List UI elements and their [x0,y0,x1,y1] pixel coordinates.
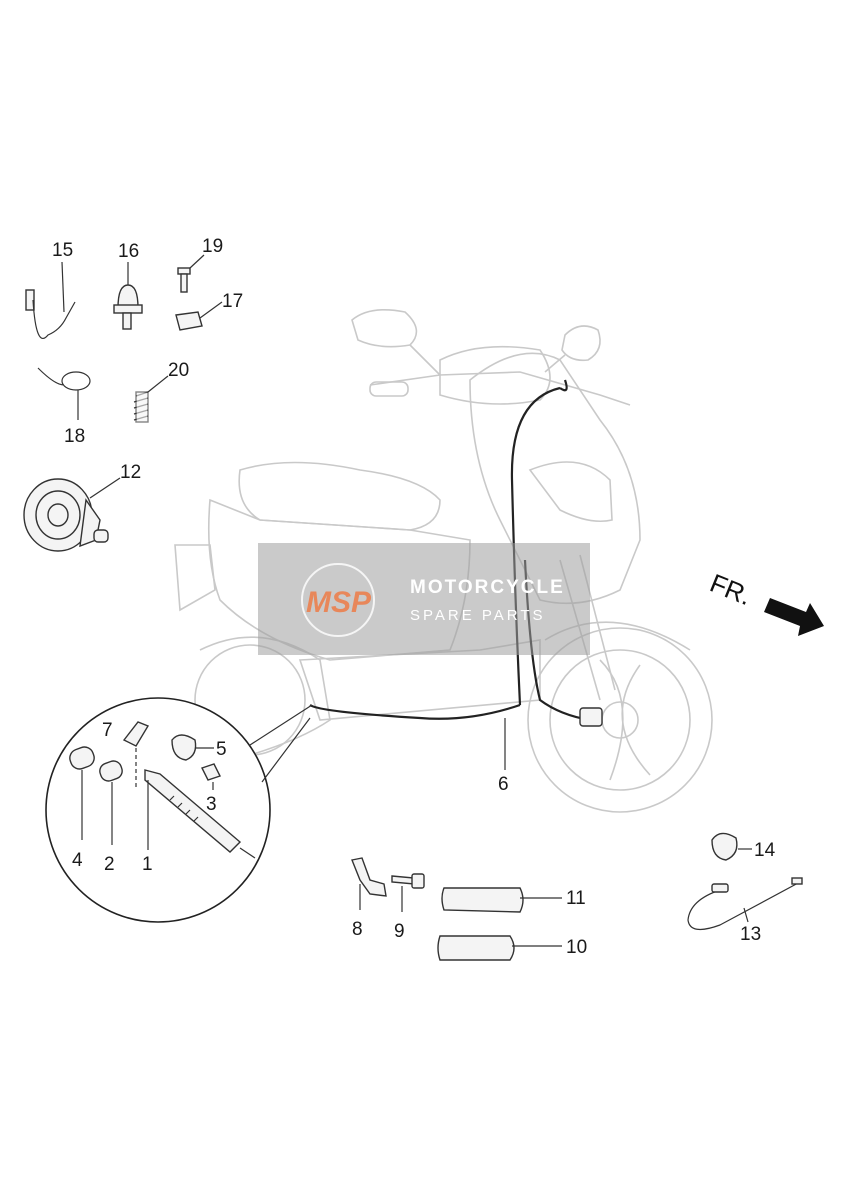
callout-8: 8 [352,919,363,940]
direction-label: FR. [706,568,756,612]
callout-9: 9 [394,921,405,942]
scooter-silhouette [174,309,713,813]
callout-5: 5 [216,739,227,760]
callout-4: 4 [72,850,83,871]
part-14-clamp: 14 [711,832,776,861]
watermark-subtitle: SPARE PARTS [410,607,546,624]
speedometer-cable-routing [309,379,603,727]
callout-3: 3 [206,794,217,815]
part-9-bolt: 9 [391,873,425,942]
callout-17: 17 [222,291,243,312]
callout-10: 10 [566,937,587,958]
callout-18: 18 [64,426,85,447]
front-direction-indicator: FR. [706,568,824,636]
part-11-grip: 11 [441,887,586,913]
callout-2: 2 [104,854,115,875]
part-17-clip-nut: 17 [175,291,243,331]
part-18-cable-tie: 18 [37,367,91,447]
part-15-wire-clip: 15 [25,240,76,340]
part-10-grip: 10 [437,935,587,961]
part-16-cable-tie-holder: 16 [113,241,143,330]
watermark-logo: MSP [306,586,372,619]
callout-7: 7 [102,720,113,741]
callout-13: 13 [740,924,761,945]
part-12-drive-gear: 12 [23,462,141,552]
callout-20: 20 [168,360,189,381]
part-8-bracket: 8 [351,857,387,940]
callout-15: 15 [52,240,73,261]
callout-1: 1 [142,854,153,875]
callout-19: 19 [202,236,223,257]
watermark-title: MOTORCYCLE [410,577,565,598]
part-20-spring: 20 [133,360,189,423]
callout-12: 12 [120,462,141,483]
callout-16: 16 [118,241,139,262]
front-arrow-icon [764,598,824,636]
detail-zoom-circle: 4 2 1 7 5 3 [45,697,313,923]
callout-14: 14 [754,840,776,861]
callout-6: 6 [498,774,509,795]
part-19-screw: 19 [177,236,223,293]
callout-11: 11 [566,888,586,909]
part-13-speedometer-cable: 13 [687,877,803,945]
watermark: MSP MOTORCYCLE SPARE PARTS [258,543,590,655]
